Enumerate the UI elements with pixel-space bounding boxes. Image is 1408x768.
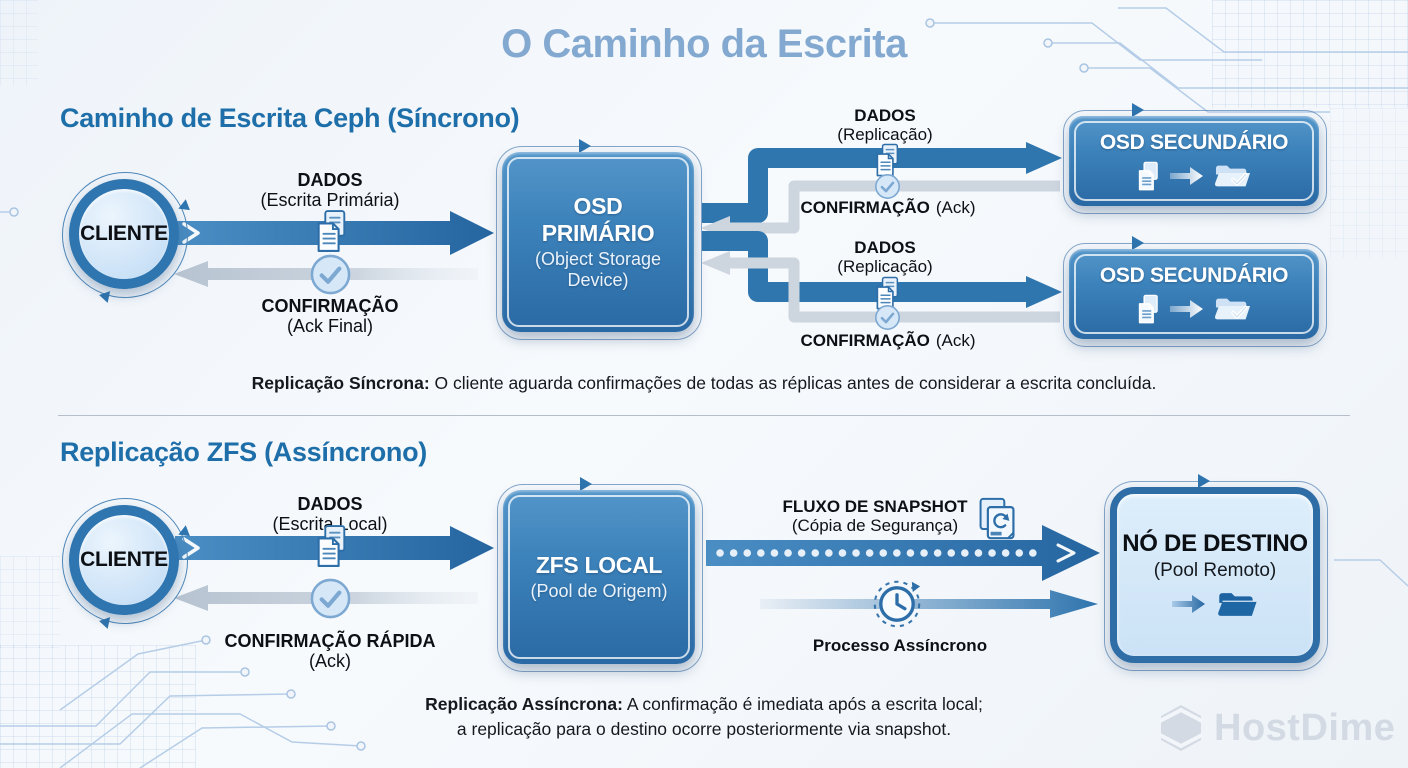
snapshot-documents-icon bbox=[976, 496, 1018, 542]
grid-pattern bbox=[1330, 108, 1408, 258]
replication-top-label: DADOS (Replicação) bbox=[837, 106, 933, 144]
osd-primary-ring bbox=[496, 139, 702, 340]
client-label: CLIENTE bbox=[80, 222, 168, 245]
arrow-right-icon bbox=[1170, 167, 1203, 186]
check-circle-icon bbox=[309, 253, 352, 296]
replica-store-icons bbox=[1135, 161, 1253, 191]
page-title: O Caminho da Escrita bbox=[501, 22, 907, 66]
loop-arrow-icon bbox=[578, 139, 591, 153]
ack-top-label: CONFIRMAÇÃO (Ack) bbox=[800, 198, 976, 217]
destination-ring bbox=[1104, 474, 1328, 671]
document-pages-icon bbox=[312, 209, 350, 253]
loop-arrow-icon bbox=[1198, 474, 1211, 488]
ceph-caption: Replicação Síncrona: O cliente aguarda c… bbox=[251, 373, 1157, 393]
zfs-local-box: ZFS LOCAL (Pool de Origem) bbox=[503, 490, 695, 664]
client-node-ceph: CLIENTE bbox=[62, 172, 194, 303]
destination-box: NÓ DE DESTINO (Pool Remoto) bbox=[1110, 487, 1320, 663]
osd-secondary-top-box: OSD SECUNDÁRIO bbox=[1069, 116, 1319, 206]
section-divider bbox=[58, 415, 1350, 416]
destination-store-icons bbox=[1171, 588, 1260, 621]
loop-arrow-icon bbox=[579, 477, 592, 491]
hostdime-hexagon-icon bbox=[1158, 704, 1204, 752]
hostdime-wordmark: HostDime bbox=[1214, 706, 1396, 749]
replication-bottom-label: DADOS (Replicação) bbox=[837, 238, 933, 276]
client-label: CLIENTE bbox=[80, 548, 168, 571]
folder-check-icon bbox=[1213, 161, 1253, 191]
ring-arrow-icon bbox=[97, 289, 111, 303]
arrow-async-process bbox=[760, 590, 1098, 618]
zfs-caption: Replicação Assíncrona: A confirmação é i… bbox=[425, 694, 983, 739]
osd-secondary-bottom-box: OSD SECUNDÁRIO bbox=[1069, 249, 1319, 339]
ack-bottom-label: CONFIRMAÇÃO (Ack) bbox=[800, 331, 976, 350]
client-node-zfs: CLIENTE bbox=[62, 498, 194, 629]
ring-arrow-icon bbox=[178, 525, 194, 541]
client-circle: CLIENTE bbox=[69, 505, 179, 615]
ring-arrow-icon bbox=[178, 199, 194, 215]
loop-arrow-icon bbox=[1132, 236, 1145, 250]
zfs-section-heading: Replicação ZFS (Assíncrono) bbox=[60, 437, 427, 467]
hostdime-logo: HostDime bbox=[1158, 704, 1395, 752]
check-circle-icon bbox=[874, 304, 901, 331]
client-circle: CLIENTE bbox=[69, 179, 179, 289]
arrow-right-icon bbox=[1170, 300, 1203, 319]
replica-store-icons bbox=[1135, 294, 1253, 324]
quick-ack-label: CONFIRMAÇÃO RÁPIDA (Ack) bbox=[224, 631, 436, 671]
grid-pattern bbox=[0, 556, 60, 648]
ack-final-label: CONFIRMAÇÃO (Ack Final) bbox=[261, 296, 399, 336]
document-pages-icon bbox=[1138, 161, 1158, 191]
document-pages-icon bbox=[312, 524, 350, 568]
data-primary-label: DADOS (Escrita Primária) bbox=[260, 170, 400, 210]
document-pages-icon bbox=[872, 143, 902, 177]
async-process-label: Processo Assíncrono bbox=[812, 636, 988, 655]
ring-arrow-icon bbox=[97, 615, 111, 629]
zfs-local-ring bbox=[497, 477, 703, 672]
async-clock-icon bbox=[872, 579, 922, 629]
ceph-section-heading: Caminho de Escrita Ceph (Síncrono) bbox=[60, 103, 520, 133]
document-pages-icon bbox=[1138, 294, 1158, 324]
arrow-right-icon bbox=[1171, 595, 1205, 613]
loop-arrow-icon bbox=[1132, 103, 1145, 117]
osd-primary-box: OSD PRIMÁRIO (Object Storage Device) bbox=[502, 152, 694, 332]
check-circle-icon bbox=[874, 173, 901, 200]
osd-secondary-bottom-ring bbox=[1063, 236, 1327, 347]
grid-pattern bbox=[0, 0, 38, 86]
folder-check-icon bbox=[1213, 294, 1253, 324]
folder-icon bbox=[1216, 588, 1260, 621]
check-circle-icon bbox=[309, 577, 352, 620]
